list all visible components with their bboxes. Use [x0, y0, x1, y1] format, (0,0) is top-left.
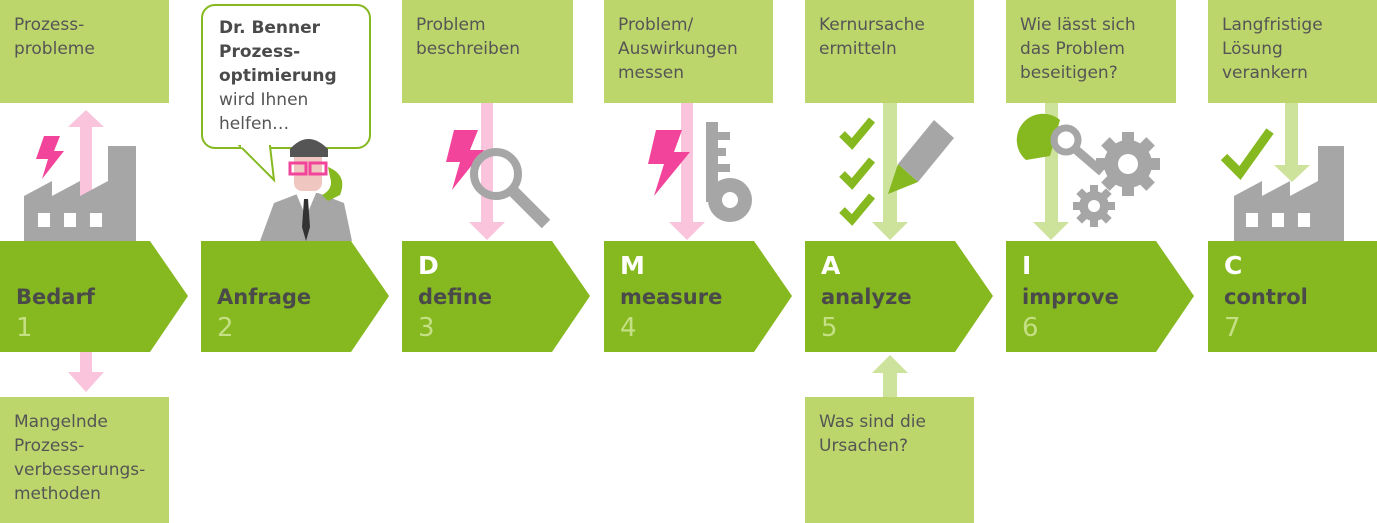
speech-bubble: Dr. Benner Prozess- optimierung wird Ihn…: [201, 4, 371, 149]
top-box-analyze: Kernursache ermitteln: [805, 0, 974, 103]
step-measure: M measure 4: [604, 241, 792, 352]
step-control: C control 7: [1208, 241, 1377, 352]
step-name: control: [1224, 285, 1308, 309]
step-anfrage: Anfrage 2: [201, 241, 389, 352]
step-letter: M: [620, 251, 645, 280]
top-box-define: Problem beschreiben: [402, 0, 573, 103]
step-bedarf: Bedarf 1: [0, 241, 188, 352]
bottom-box-analyze: Was sind die Ursachen?: [805, 397, 974, 523]
step-letter: A: [821, 251, 841, 280]
step-number: 5: [821, 313, 838, 343]
bubble-bold-text: Dr. Benner Prozess- optimierung: [219, 18, 337, 86]
step-name: Bedarf: [16, 285, 95, 309]
step-name: Anfrage: [217, 285, 312, 309]
bubble-tail: [237, 144, 276, 183]
consultant-icon: [260, 139, 352, 241]
step-analyze: A analyze 5: [805, 241, 993, 352]
step-letter: D: [418, 251, 439, 280]
factory-check-icon: [1220, 128, 1344, 241]
step-number: 6: [1022, 313, 1039, 343]
step-name: define: [418, 285, 493, 309]
step-number: 3: [418, 313, 435, 343]
step-name: measure: [620, 285, 723, 309]
step-number: 2: [217, 313, 234, 343]
bottom-box-bedarf: Mangelnde Prozess- verbesserungs- method…: [0, 397, 169, 523]
step-number: 1: [16, 313, 33, 343]
step-letter: I: [1022, 251, 1032, 280]
top-box-control: Langfristige Lösung verankern: [1208, 0, 1377, 103]
step-define: D define 3: [402, 241, 590, 352]
step-name: improve: [1022, 285, 1119, 309]
top-box-bedarf: Prozess- probleme: [0, 0, 169, 103]
top-box-measure: Problem/ Auswirkungen messen: [604, 0, 773, 103]
checklist-icon: [839, 117, 954, 226]
bubble-text: wird Ihnen helfen…: [219, 90, 309, 134]
top-box-improve: Wie lässt sich das Problem beseitigen?: [1006, 0, 1176, 103]
step-letter: C: [1224, 251, 1243, 280]
step-name: analyze: [821, 285, 912, 309]
key-icon: [648, 122, 752, 222]
magnifier-icon: [446, 130, 551, 229]
step-number: 4: [620, 313, 637, 343]
step-number: 7: [1224, 313, 1241, 343]
factory-icon: [24, 136, 136, 241]
step-improve: I improve 6: [1006, 241, 1194, 352]
gears-icon: [1016, 113, 1160, 227]
